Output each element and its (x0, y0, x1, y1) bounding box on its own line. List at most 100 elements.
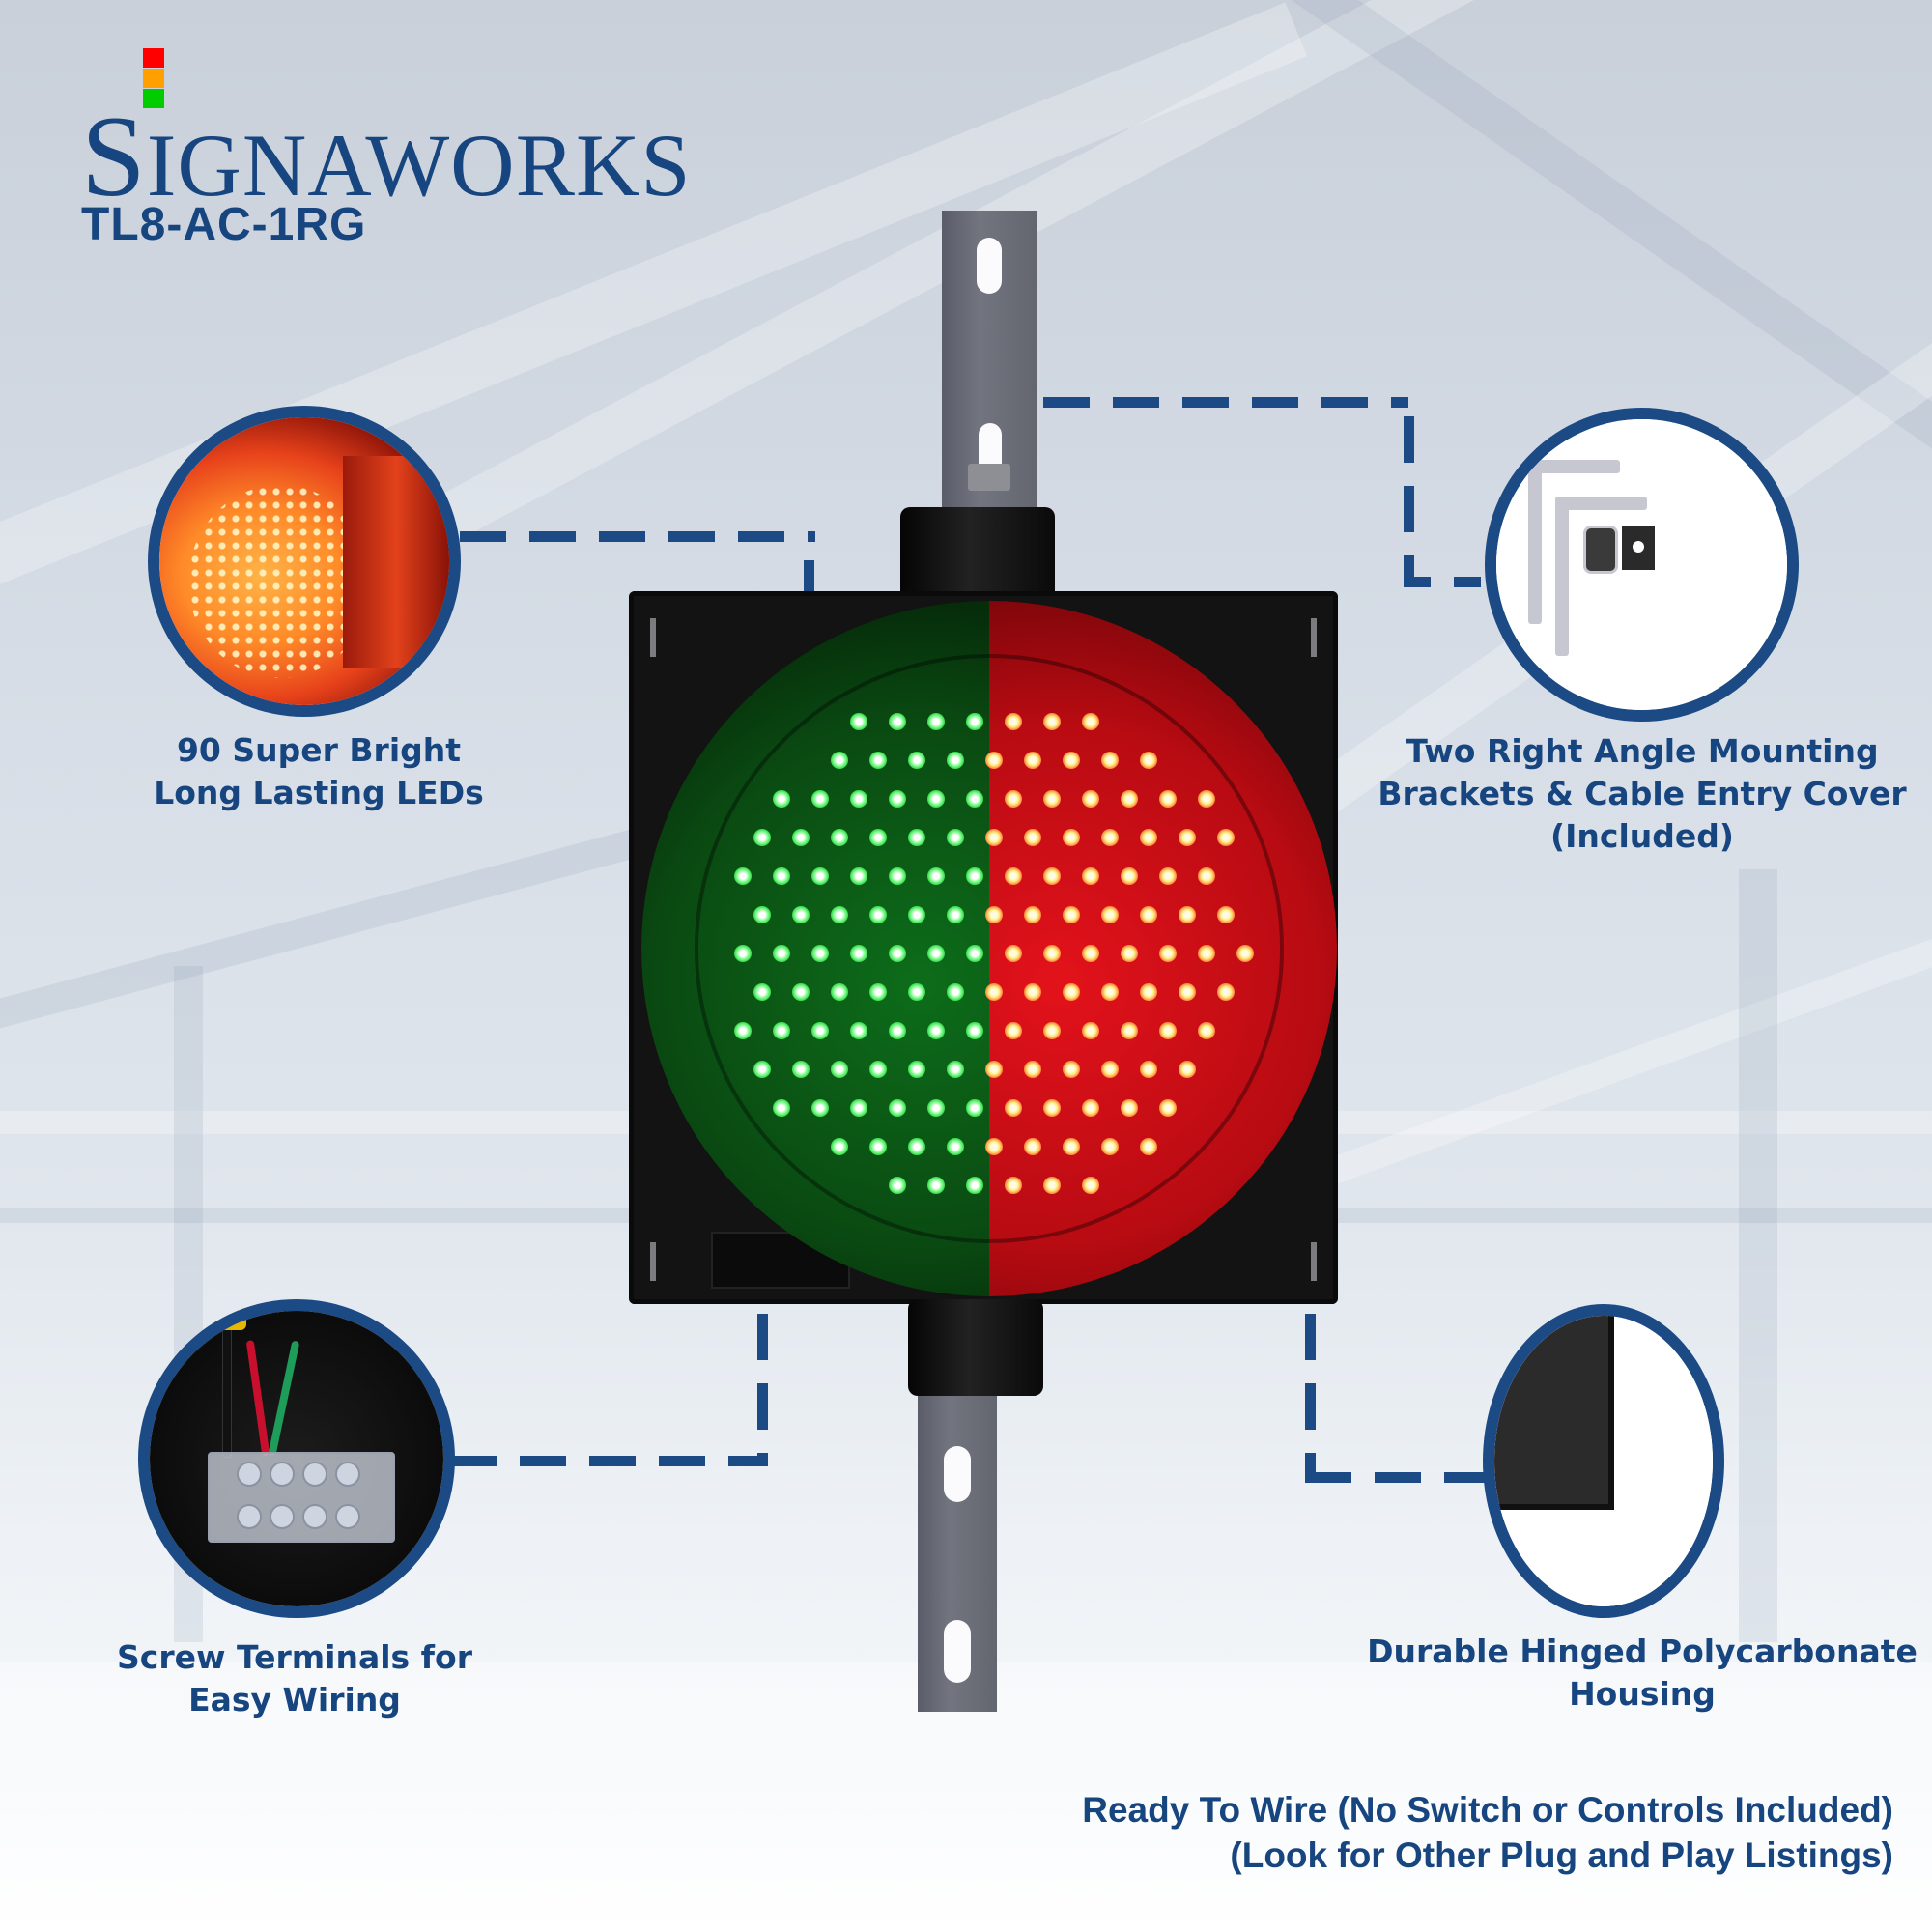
amber-led-closeup-icon (159, 417, 449, 705)
led-dot (908, 983, 925, 1001)
led-dot (1101, 983, 1119, 1001)
mounting-bracket-bottom (918, 1396, 997, 1712)
led-dot (947, 829, 964, 846)
led-dot (985, 983, 1003, 1001)
led-dot (753, 983, 771, 1001)
led-dot (753, 829, 771, 846)
led-dot (889, 1022, 906, 1039)
connector-line (450, 1456, 768, 1466)
led-dot (850, 1022, 867, 1039)
led-dot (1063, 1061, 1080, 1078)
led-dot (1043, 1177, 1061, 1194)
led-dot (831, 829, 848, 846)
connector-line (1305, 1472, 1491, 1483)
led-dot (792, 829, 810, 846)
led-dot (734, 867, 752, 885)
led-dot (850, 713, 867, 730)
led-dot (869, 1061, 887, 1078)
led-dot (773, 790, 790, 808)
led-dot (1024, 983, 1041, 1001)
led-dot (889, 1099, 906, 1117)
led-dot (831, 752, 848, 769)
led-dot (908, 829, 925, 846)
led-dot (985, 1138, 1003, 1155)
led-dot (1198, 945, 1215, 962)
led-dot (869, 983, 887, 1001)
led-dot (1082, 1177, 1099, 1194)
callout-brackets-photo (1485, 408, 1799, 722)
led-dot (1043, 867, 1061, 885)
led-dot (1043, 1022, 1061, 1039)
led-dot (831, 906, 848, 923)
led-dot (1063, 829, 1080, 846)
led-dot (850, 790, 867, 808)
model-number: TL8-AC-1RG (81, 199, 367, 250)
led-dot (966, 1177, 983, 1194)
led-dot (1140, 906, 1157, 923)
led-dot (1043, 945, 1061, 962)
led-dot (1063, 906, 1080, 923)
led-dot (811, 1022, 829, 1039)
led-dot (1082, 713, 1099, 730)
led-dot (1159, 1099, 1177, 1117)
led-dot (1140, 1061, 1157, 1078)
signal-lens (641, 601, 1337, 1296)
callout-terminals-photo (138, 1299, 455, 1618)
led-dot (1217, 906, 1235, 923)
led-dot (889, 1177, 906, 1194)
led-dot (889, 945, 906, 962)
callout-housing-caption: Durable Hinged Polycarbonate Housing (1367, 1633, 1918, 1713)
led-dot (1005, 1022, 1022, 1039)
led-dot (1024, 906, 1041, 923)
led-dot (850, 945, 867, 962)
led-dot (1005, 1099, 1022, 1117)
led-dot (908, 1138, 925, 1155)
led-dot (966, 1022, 983, 1039)
led-dot (1063, 983, 1080, 1001)
led-dot (966, 713, 983, 730)
led-dot (947, 983, 964, 1001)
led-dot (1005, 713, 1022, 730)
led-dot (1217, 983, 1235, 1001)
callout-housing-photo (1483, 1304, 1724, 1618)
footer-note: Ready To Wire (No Switch or Controls Inc… (1082, 1790, 1893, 1875)
led-dot (811, 790, 829, 808)
led-dot (908, 752, 925, 769)
led-dot (792, 983, 810, 1001)
led-dot (869, 829, 887, 846)
led-dot (831, 983, 848, 1001)
led-dot (792, 906, 810, 923)
led-dot (1121, 790, 1138, 808)
led-dot (947, 1061, 964, 1078)
led-dot (773, 867, 790, 885)
led-dot (1005, 790, 1022, 808)
led-dot (927, 713, 945, 730)
led-dot (889, 713, 906, 730)
led-dot (889, 867, 906, 885)
callout-leds-caption: 90 Super Bright Long Lasting LEDs (154, 731, 484, 811)
bolt-nut (968, 464, 1010, 491)
led-dot (908, 906, 925, 923)
led-dot (1159, 867, 1177, 885)
led-dot (947, 752, 964, 769)
screw-terminal-photo-icon (150, 1311, 443, 1606)
led-dot (1082, 945, 1099, 962)
led-dot (1063, 752, 1080, 769)
connector-line (804, 560, 814, 591)
led-dot (1198, 1022, 1215, 1039)
led-dot (947, 1138, 964, 1155)
led-dot (985, 1061, 1003, 1078)
led-dot (1121, 1022, 1138, 1039)
led-dot (1082, 1022, 1099, 1039)
led-dot (869, 1138, 887, 1155)
led-dot (1198, 790, 1215, 808)
led-dot (734, 1022, 752, 1039)
led-dot (1024, 1138, 1041, 1155)
led-dot (831, 1061, 848, 1078)
mounting-brackets-photo-icon (1496, 419, 1787, 710)
led-dot (947, 906, 964, 923)
led-dot (1121, 867, 1138, 885)
led-dot (1063, 1138, 1080, 1155)
callout-leds-photo (148, 406, 461, 717)
connector-line (1305, 1314, 1316, 1478)
